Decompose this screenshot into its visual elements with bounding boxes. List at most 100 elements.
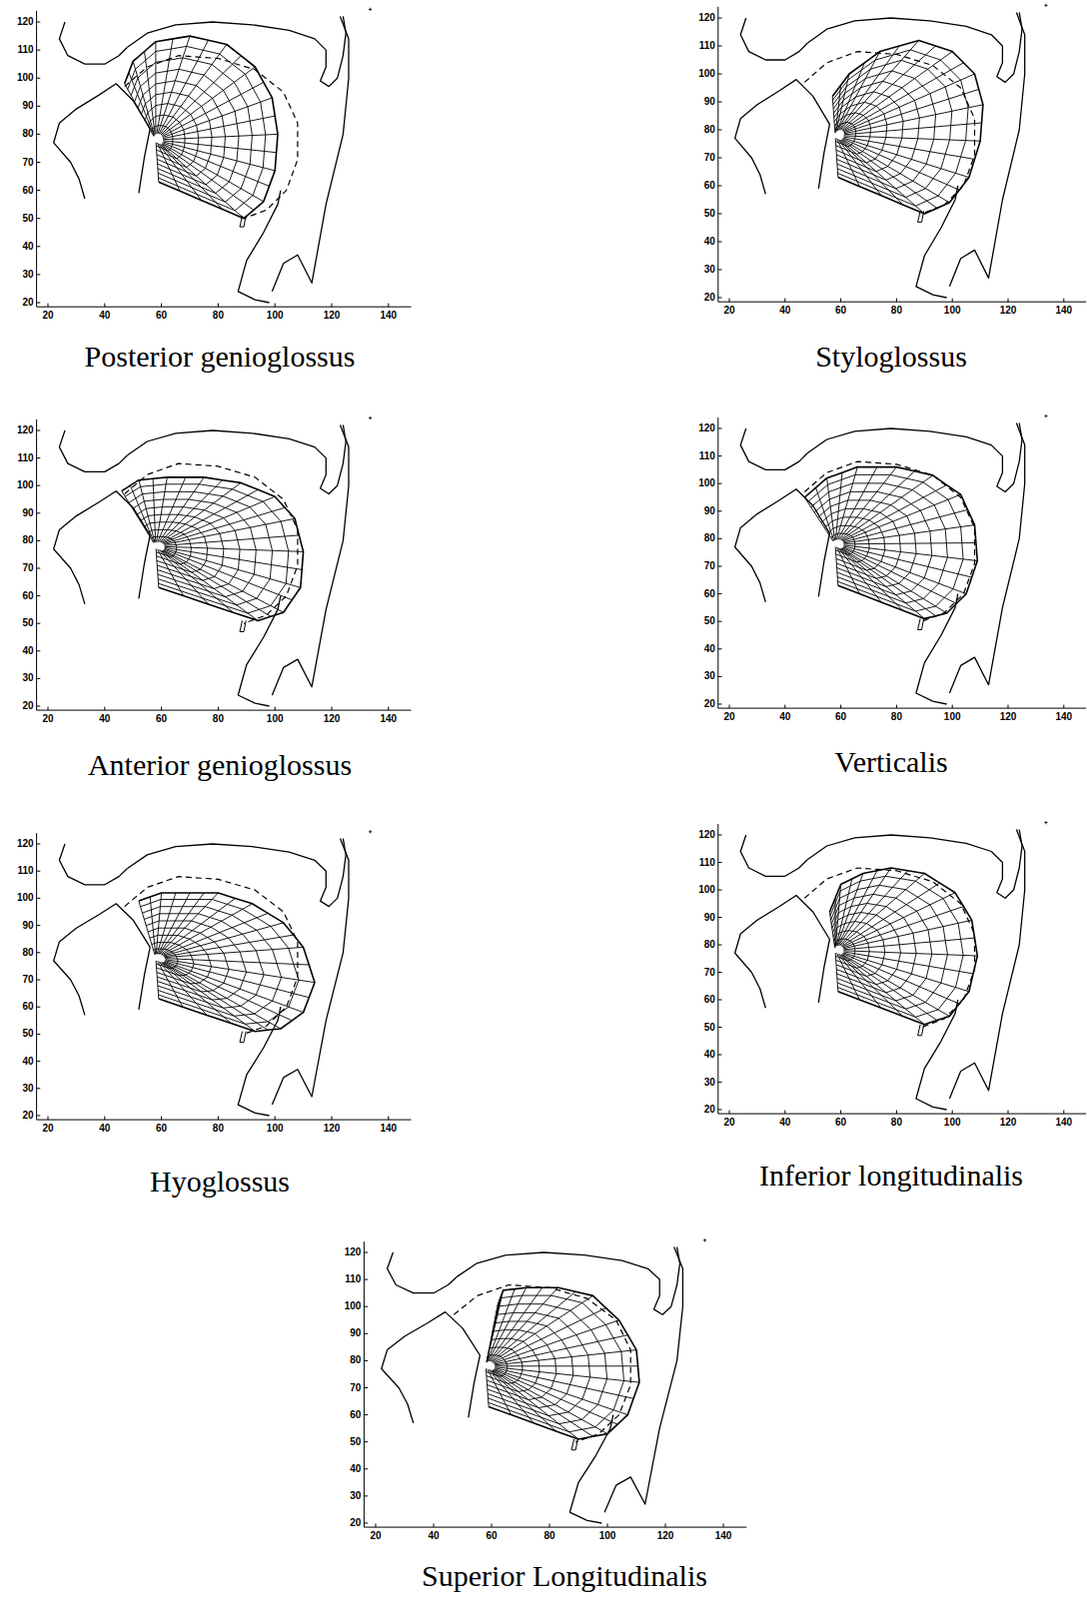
mesh-radial — [160, 144, 244, 219]
mesh-ring — [834, 931, 871, 970]
axis-tick-label: 50 — [704, 616, 716, 627]
tick-mark — [36, 952, 41, 954]
mesh-ring — [487, 1330, 557, 1401]
vocal-tract-outline — [735, 79, 831, 195]
mesh-ring — [151, 125, 174, 152]
mesh-ring — [834, 112, 871, 155]
mesh-radial — [489, 1287, 543, 1362]
axis-tick-label: 100 — [266, 714, 284, 725]
axis-tick-label: 40 — [779, 305, 791, 316]
tick-mark — [36, 1034, 41, 1036]
axis-tick-label: 40 — [349, 1464, 361, 1475]
mesh-radial — [837, 138, 861, 187]
hyoid-mark — [571, 1439, 578, 1451]
mesh-ring — [807, 474, 964, 612]
tick-mark — [665, 1524, 667, 1529]
hyoid-mark — [239, 620, 246, 632]
tick-mark — [718, 297, 723, 299]
mesh-ring — [831, 885, 949, 1010]
rest-contour — [124, 877, 298, 1036]
tongue-contour — [121, 477, 304, 622]
mesh-radial — [155, 961, 159, 1000]
axis-tick-label: 30 — [704, 671, 716, 682]
mesh-radial — [835, 137, 839, 178]
mesh-ring — [814, 491, 933, 595]
axis-tick-label: 100 — [698, 68, 716, 79]
tick-mark — [36, 457, 41, 459]
tick-mark — [274, 303, 276, 308]
mesh-radial — [163, 550, 284, 613]
axis-tick-label: 50 — [349, 1437, 361, 1448]
axis-tick-label: 90 — [704, 96, 716, 107]
axis-tick-label: 80 — [212, 1123, 224, 1134]
axis-tick-label: 140 — [379, 310, 397, 321]
axis-tick-label: 30 — [22, 673, 34, 684]
axis-tick-label: 110 — [699, 40, 716, 51]
axis-tick-label: 20 — [41, 1123, 53, 1134]
mesh-radial — [843, 525, 975, 544]
axis-tick-label: 40 — [22, 241, 34, 252]
tick-mark — [784, 298, 786, 303]
mesh-radial — [841, 883, 940, 947]
axis-frame — [36, 10, 412, 307]
axis-tick-label: 140 — [715, 1531, 733, 1542]
mesh-radial — [162, 963, 268, 1032]
mesh-ring — [149, 935, 212, 985]
panel — [36, 830, 412, 1120]
tick-mark — [718, 157, 723, 159]
mesh-radial — [138, 480, 155, 543]
mesh-ring — [487, 1312, 591, 1416]
tick-mark — [718, 972, 723, 974]
axis-tick-label: 70 — [22, 563, 34, 574]
mesh-ring — [487, 1321, 574, 1409]
tick-mark — [36, 161, 41, 163]
axis-tick-label: 80 — [22, 128, 34, 139]
mesh-ring — [147, 529, 192, 564]
mesh-radial — [843, 137, 970, 178]
tick-mark — [718, 73, 723, 75]
axis-tick-label: 140 — [379, 1123, 397, 1134]
tick-mark — [952, 298, 954, 303]
tick-mark — [160, 303, 162, 308]
axis-tick-label: 60 — [835, 712, 847, 723]
axis-tick-label: 120 — [16, 16, 34, 27]
mesh-radial — [844, 88, 980, 132]
axis-tick-label: 30 — [704, 1078, 716, 1088]
mesh-radial — [840, 471, 916, 541]
mesh-radial — [155, 142, 159, 183]
tick-mark — [1063, 1110, 1065, 1115]
mesh-radial — [835, 953, 839, 993]
tick-mark — [784, 1110, 786, 1115]
tick-mark — [363, 1523, 368, 1525]
tick-mark — [274, 707, 276, 712]
mesh-radial — [840, 139, 925, 214]
tick-mark — [549, 1524, 551, 1529]
panel — [718, 821, 1087, 1114]
tick-mark — [1008, 1110, 1010, 1115]
mesh-radial — [159, 480, 223, 543]
mesh-ring — [134, 68, 239, 193]
tick-mark — [36, 898, 41, 900]
mesh-ring — [832, 904, 917, 994]
tick-mark — [840, 1110, 842, 1115]
mesh-radial — [161, 904, 253, 956]
axis-tick-label: 60 — [22, 1002, 34, 1013]
tick-mark — [36, 245, 41, 247]
mesh-ring — [818, 500, 918, 588]
mesh-radial — [162, 913, 268, 956]
mesh-radial — [161, 143, 254, 210]
vocal-tract-outline — [53, 83, 151, 199]
rest-contour — [124, 55, 298, 219]
tick-mark — [718, 129, 723, 131]
axis-tick-label: 20 — [704, 292, 716, 303]
vocal-tract-outline — [53, 491, 151, 605]
mesh-radial — [160, 550, 234, 613]
mesh-radial — [494, 1365, 638, 1367]
axis-tick-label: 120 — [16, 425, 34, 436]
tick-mark — [840, 705, 842, 710]
tick-mark — [952, 705, 954, 710]
tick-mark — [331, 303, 333, 308]
axis-tick-label: 20 — [22, 1110, 34, 1121]
mesh-radial — [839, 139, 904, 205]
tick-mark — [36, 871, 41, 873]
